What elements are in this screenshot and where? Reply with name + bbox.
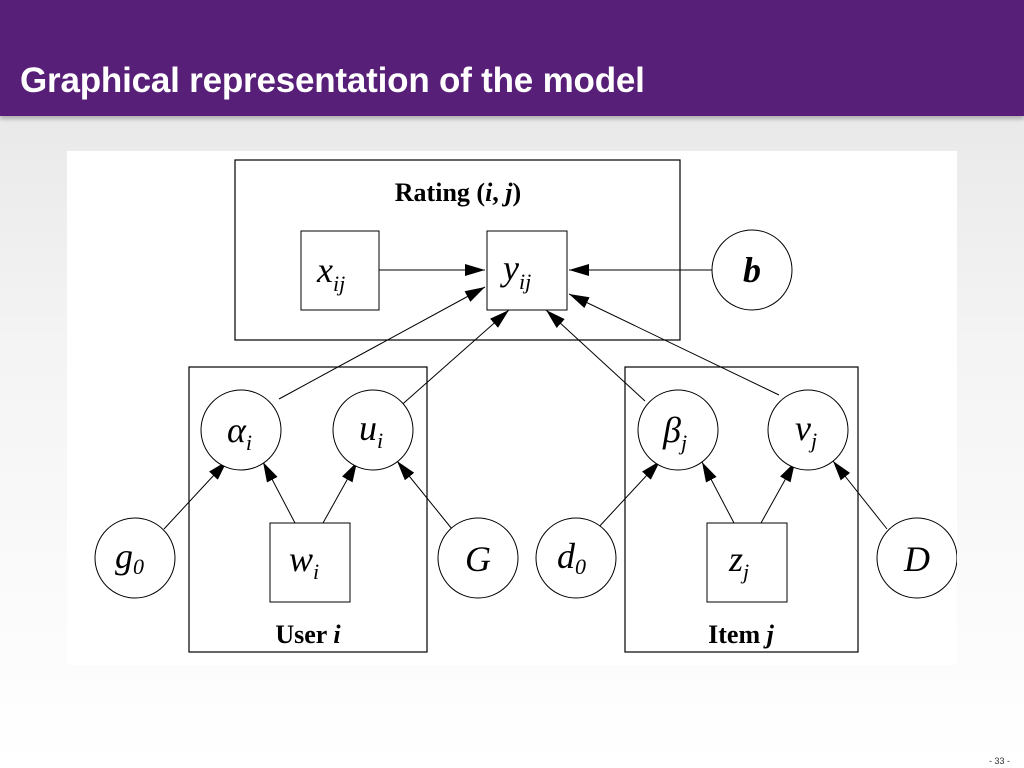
node-z-j — [706, 522, 788, 603]
title-bar: Graphical representation of the model — [0, 0, 1024, 116]
plate-user — [188, 366, 428, 653]
edge-g0-to-alpha — [163, 460, 228, 530]
node-x-ij-label: xij — [316, 250, 345, 296]
node-g-0 — [94, 517, 176, 599]
node-y-ij-label: yij — [500, 248, 531, 294]
node-G — [437, 517, 519, 599]
edge-alpha-to-y — [278, 286, 486, 400]
plate-item-label: Item j — [708, 620, 774, 649]
edge-beta-to-y — [545, 309, 646, 402]
edge-G-to-u — [396, 460, 453, 530]
node-v-j — [767, 389, 849, 471]
graphical-model-diagram: Rating (i, j) User i Item j xij yij — [67, 151, 957, 665]
node-d-0 — [535, 517, 617, 599]
node-b-label: b — [743, 250, 761, 290]
node-u-i — [332, 389, 414, 471]
edge-v-to-y — [568, 293, 780, 396]
node-y-ij — [486, 230, 568, 311]
node-u-i-label: ui — [359, 408, 383, 453]
edge-z-to-beta — [701, 461, 735, 524]
node-beta-j-label: βj — [662, 410, 687, 455]
edge-d0-to-beta — [596, 460, 661, 530]
node-alpha-i-label: αi — [227, 410, 252, 455]
node-z-j-label: zj — [728, 539, 749, 584]
node-D-label: D — [903, 539, 930, 579]
plate-rating-label: Rating (i, j) — [395, 178, 521, 207]
edge-z-to-v — [760, 461, 796, 524]
edge-D-to-v — [832, 460, 888, 530]
diagram-svg: Rating (i, j) User i Item j xij yij — [94, 159, 957, 653]
node-d-0-label: d0 — [557, 536, 586, 579]
plate-rating — [234, 159, 681, 341]
node-alpha-i — [200, 389, 282, 471]
edge-w-to-alpha — [262, 461, 296, 524]
node-beta-j — [637, 389, 719, 471]
node-G-label: G — [465, 539, 491, 579]
plate-user-label: User i — [275, 620, 341, 649]
plate-item — [624, 366, 859, 653]
node-w-i-label: wi — [289, 539, 319, 584]
page-number: - 33 - — [988, 756, 1010, 766]
slide-title: Graphical representation of the model — [20, 61, 645, 100]
node-v-j-label: vj — [795, 408, 817, 453]
node-b — [711, 229, 793, 311]
node-g-0-label: g0 — [115, 536, 144, 579]
node-w-i — [269, 522, 351, 603]
edge-w-to-u — [322, 461, 358, 524]
node-D — [876, 517, 957, 599]
node-x-ij — [300, 230, 380, 311]
edge-u-to-y — [396, 309, 510, 410]
